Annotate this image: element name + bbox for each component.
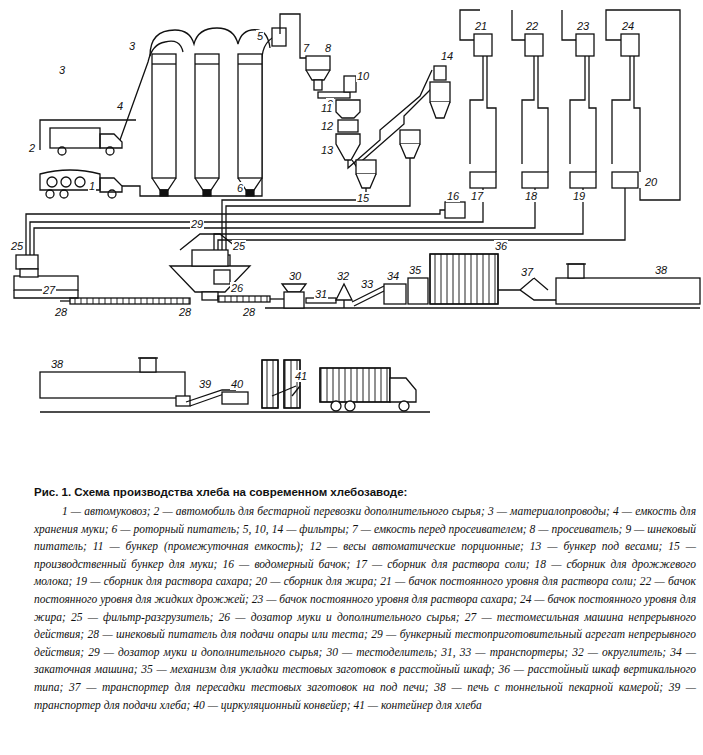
callout-number: 37 — [520, 266, 534, 278]
callout-number: 10 — [356, 70, 370, 82]
callout-number: 29 — [190, 218, 204, 230]
callout-number: 25 — [10, 240, 24, 252]
callout-number: 2 — [28, 142, 36, 154]
plant-illustration — [0, 0, 703, 480]
callout-number: 20 — [644, 176, 658, 188]
callout-number: 24 — [621, 20, 635, 32]
callout-number: 15 — [356, 192, 370, 204]
figure-title: Рис. 1. Схема производства хлеба на совр… — [34, 486, 407, 498]
callout-number: 38 — [50, 358, 64, 370]
callout-number: 19 — [572, 190, 586, 202]
callout-number: 40 — [230, 378, 244, 390]
line-art — [14, 10, 700, 412]
callout-number: 21 — [474, 20, 488, 32]
callout-number: 27 — [42, 284, 56, 296]
callout-number: 28 — [178, 306, 192, 318]
callout-number: 7 — [302, 42, 310, 54]
callout-number: 25 — [232, 240, 246, 252]
callout-number: 13 — [320, 144, 334, 156]
callout-number: 23 — [576, 20, 590, 32]
callout-number: 28 — [242, 306, 256, 318]
callout-number: 38 — [654, 264, 668, 276]
callout-number: 4 — [116, 100, 124, 112]
callout-number: 11 — [320, 102, 333, 114]
callout-number: 31 — [314, 288, 328, 300]
callout-number: 41 — [294, 370, 308, 382]
callout-number: 35 — [408, 264, 422, 276]
callout-number: 18 — [524, 190, 538, 202]
callout-number: 34 — [386, 270, 400, 282]
callout-number: 22 — [525, 20, 539, 32]
callout-number: 17 — [470, 190, 484, 202]
callout-number: 8 — [324, 42, 332, 54]
callout-number: 3 — [58, 64, 66, 76]
callout-number: 14 — [440, 50, 454, 62]
callout-number: 1 — [88, 180, 96, 192]
callout-number: 12 — [320, 120, 334, 132]
figure-caption: 1 — автомуковоз; 2 — автомобиль для бест… — [34, 503, 696, 714]
callout-number: 39 — [198, 378, 212, 390]
callout-number: 16 — [446, 190, 460, 202]
callout-number: 33 — [360, 278, 374, 290]
callout-number: 28 — [54, 306, 68, 318]
callout-number: 3 — [128, 40, 136, 52]
callout-number: 26 — [230, 282, 244, 294]
callout-number: 6 — [236, 182, 244, 194]
callout-number: 30 — [288, 270, 302, 282]
callout-number: 32 — [336, 270, 350, 282]
callout-number: 36 — [494, 240, 508, 252]
callout-number: 5 — [256, 30, 264, 42]
